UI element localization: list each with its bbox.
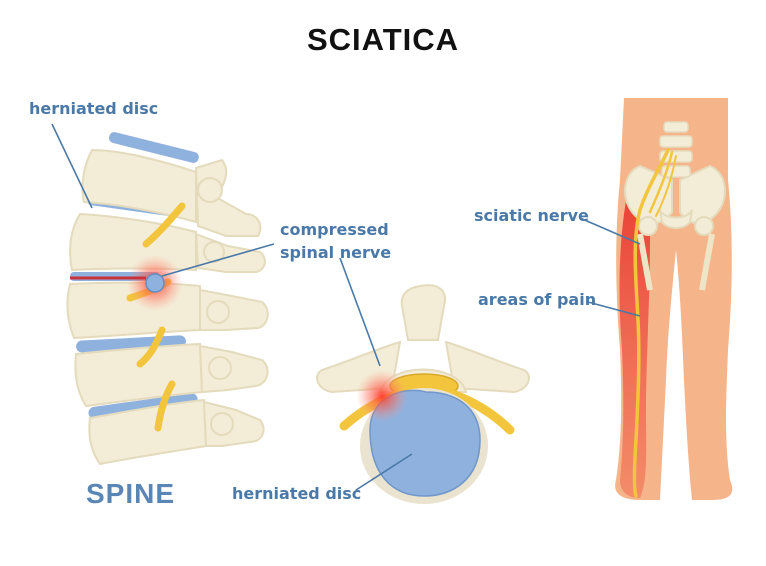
areas-of-pain-label: areas of pain [478, 290, 597, 309]
spinal-processes [194, 158, 269, 447]
sciatic-nerve-path [632, 148, 670, 498]
spine-label: SPINE [86, 478, 176, 509]
legs-figure [615, 98, 733, 500]
page-title: SCIATICA [306, 22, 460, 57]
herniated-disc-label-bottom: herniated disc [232, 484, 362, 503]
pain-area [619, 190, 650, 498]
compressed-nerve-label-line1: compressed [280, 220, 389, 239]
vertebral-bodies [66, 148, 208, 466]
lumbar-spine [659, 121, 693, 178]
spine-side-view [66, 132, 269, 466]
herniated-disc-bulge [145, 273, 165, 293]
sciatic-nerve-label: sciatic nerve [474, 206, 589, 225]
compressed-nerve-label-line2: spinal nerve [280, 243, 392, 262]
disc-herniation-glow [356, 370, 408, 422]
herniated-disc-label-top: herniated disc [29, 99, 159, 118]
vertebra-top-view [316, 284, 530, 504]
callout-lines [51, 123, 641, 491]
